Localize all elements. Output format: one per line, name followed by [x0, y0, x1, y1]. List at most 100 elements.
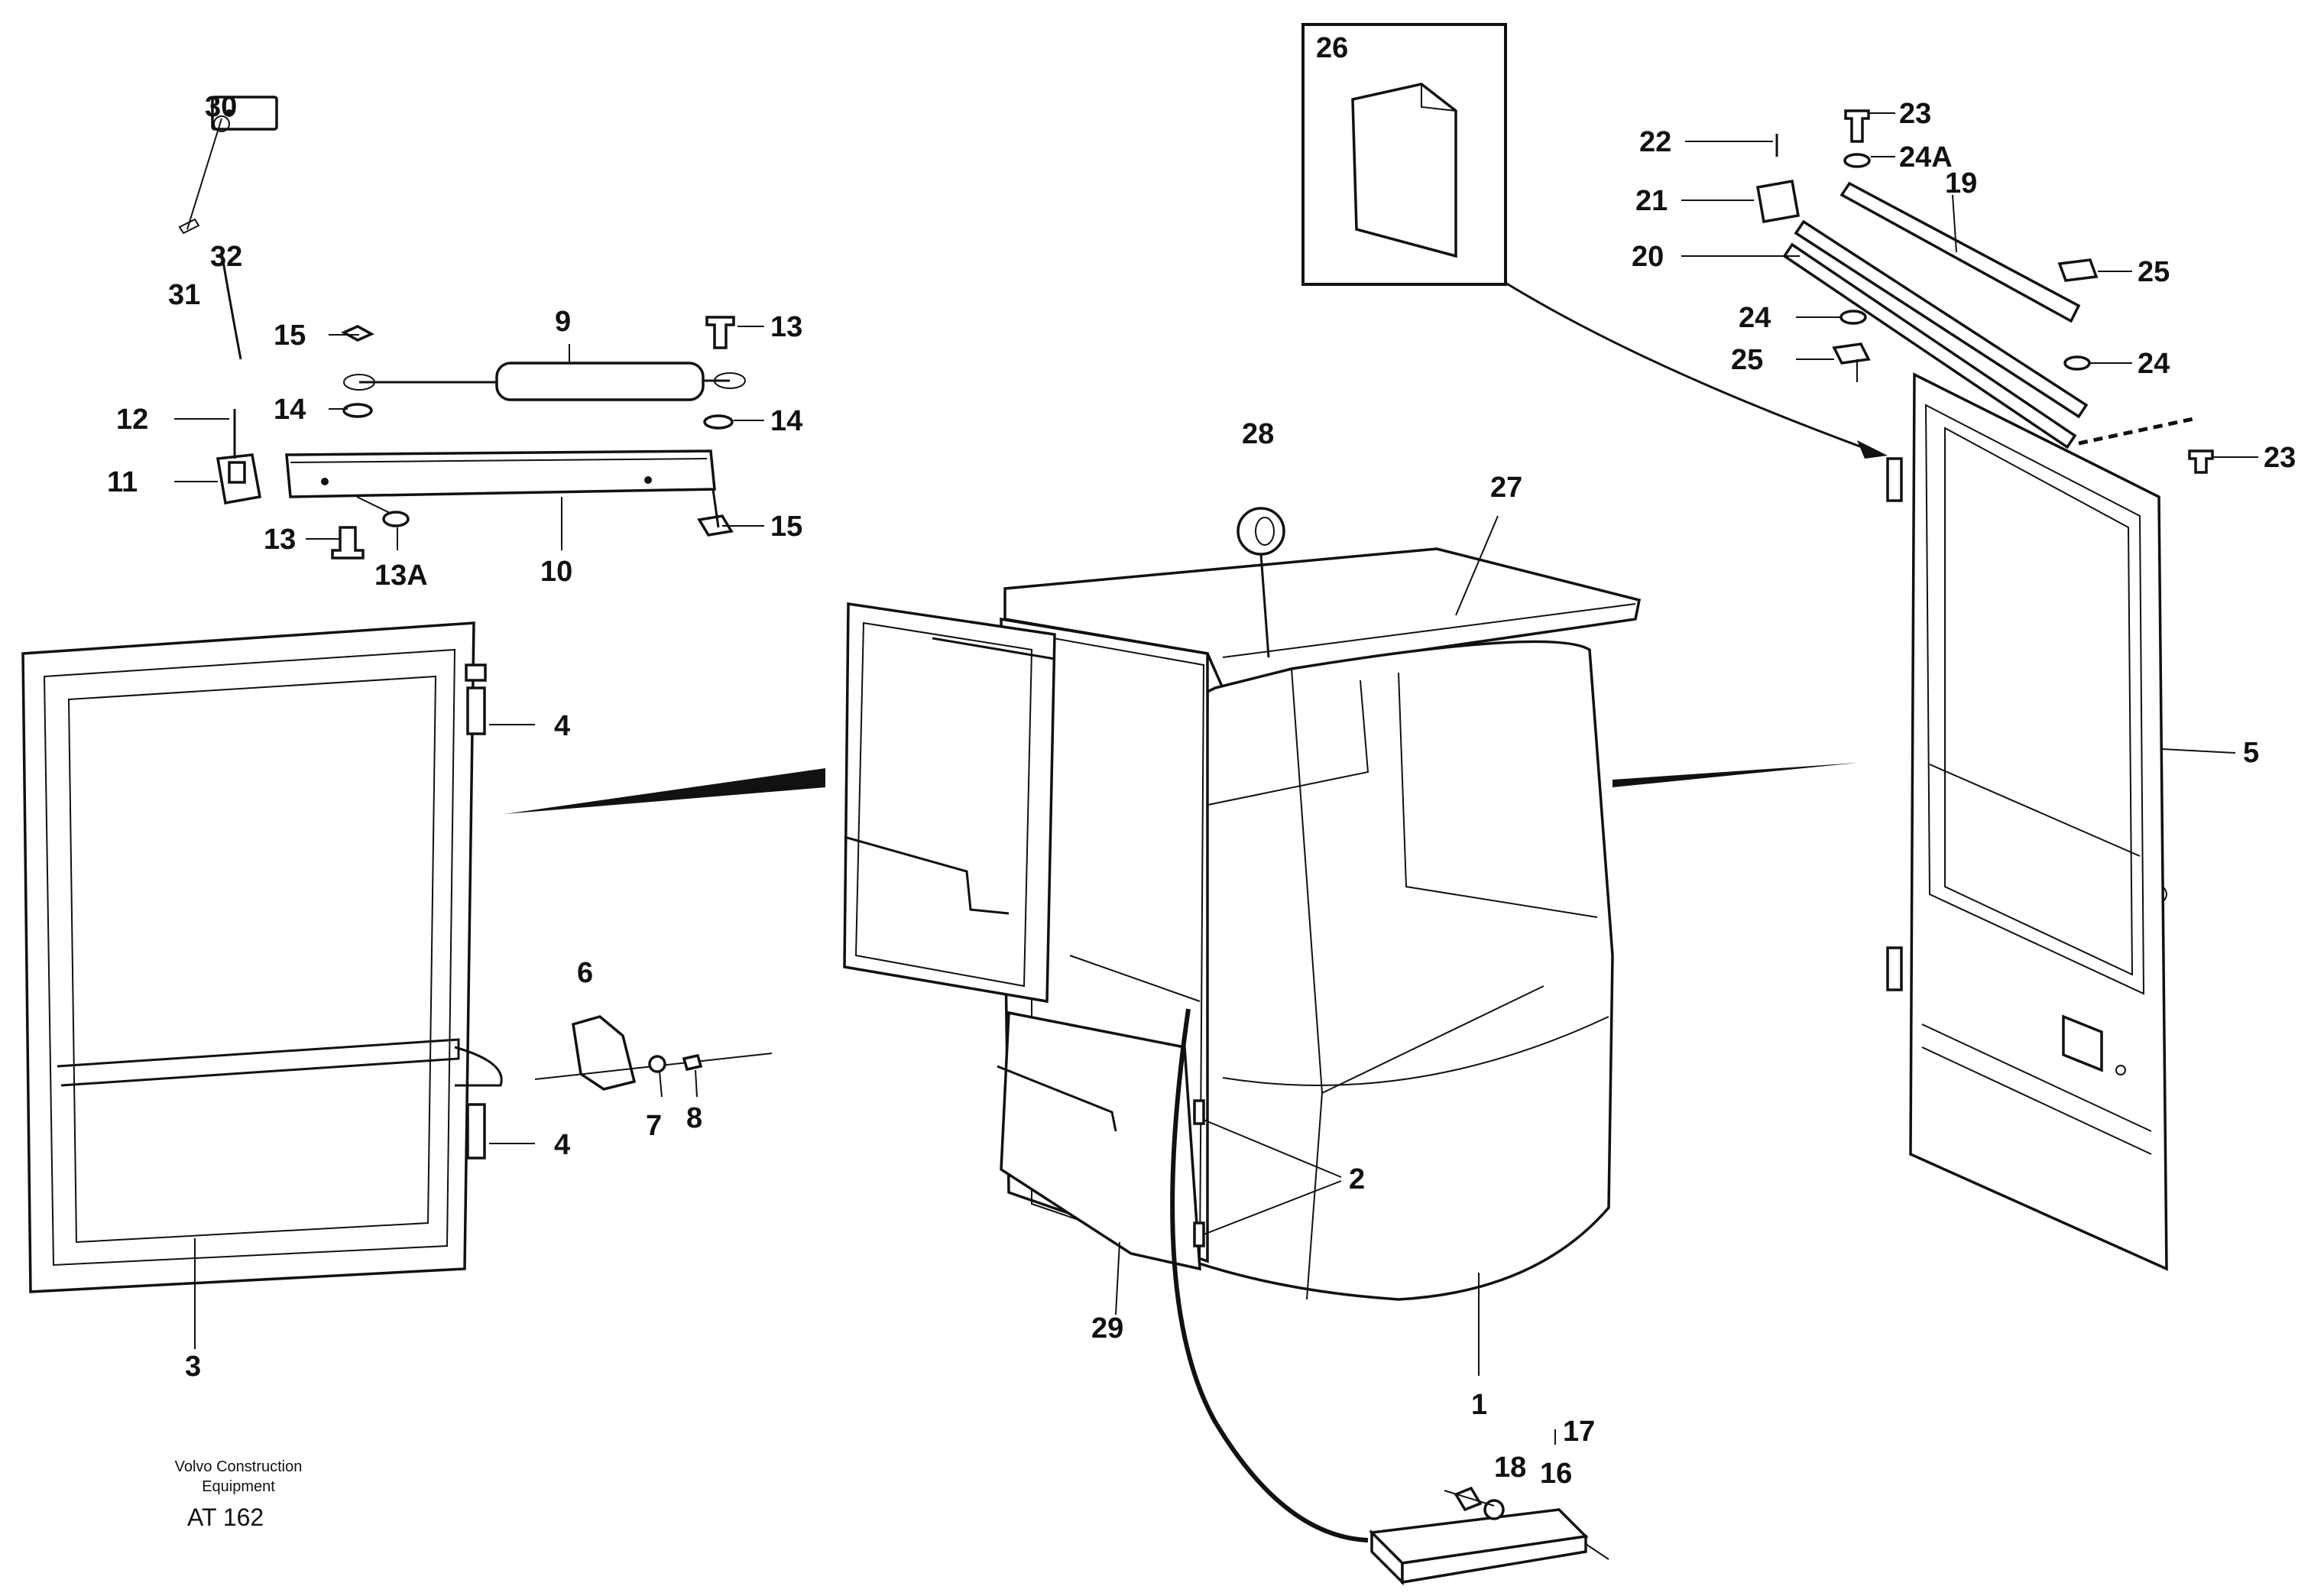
part-9-strut [495, 362, 705, 401]
part-2-hinge-top [1193, 1099, 1205, 1125]
company-line-1: Volvo Construction [175, 1458, 303, 1475]
label-9: 9 [555, 306, 571, 338]
label-20: 20 [1632, 241, 1664, 273]
part-31-screw [178, 218, 200, 235]
step-assembly [1369, 1429, 1609, 1586]
leader-lines [174, 112, 2258, 616]
label-14-left: 14 [274, 394, 306, 426]
part-21-clip [1755, 179, 1801, 224]
part-3-door-frame [21, 621, 475, 1293]
part-13-bolt-bottom [331, 526, 365, 560]
label-5: 5 [2243, 737, 2259, 769]
part-7-washer [648, 1055, 666, 1073]
part-6-latch [572, 1015, 637, 1091]
label-21: 21 [1635, 185, 1668, 217]
reference-code: AT 162 [187, 1504, 264, 1531]
part-4-hinge-top [465, 663, 487, 682]
lock-assembly [534, 1015, 773, 1098]
label-24A: 24A [1899, 141, 1953, 174]
label-13-bottom: 13 [264, 524, 296, 556]
part-25-nut-right [2057, 258, 2099, 282]
label-27: 27 [1490, 472, 1522, 504]
part-24-washer-left [1839, 310, 1867, 325]
label-13-top: 13 [770, 311, 802, 343]
cable-to-mat [1170, 1008, 1369, 1542]
part-13-bolt-top [705, 316, 735, 349]
label-18: 18 [1494, 1452, 1526, 1484]
strut-assembly-left [178, 96, 746, 560]
part-28-grommet [1237, 507, 1285, 556]
right-door [1886, 372, 2236, 1271]
part-15-nut-bottom [697, 514, 734, 537]
callout-labels: 1 2 3 4 4 5 6 7 8 9 10 11 12 13 13 13A 1… [107, 32, 2296, 1490]
label-10: 10 [540, 556, 572, 588]
part-24-washer-right [2063, 355, 2091, 371]
label-3: 3 [185, 1351, 201, 1383]
cab-side-door [843, 602, 1056, 1004]
label-7: 7 [646, 1110, 662, 1142]
label-25-right: 25 [2138, 256, 2170, 288]
label-24-right: 24 [2138, 348, 2170, 380]
label-15-top: 15 [274, 320, 306, 352]
leader-26 [1505, 281, 1873, 453]
part-20-bracket [1794, 219, 2089, 419]
part-5-door-frame [1909, 372, 2168, 1271]
label-14-right: 14 [770, 405, 802, 437]
label-6: 6 [577, 957, 593, 989]
part-19-strut [1839, 181, 2081, 323]
label-13A: 13A [374, 560, 428, 592]
part-14-washer-left [342, 403, 373, 418]
footer: Volvo Construction Equipment AT 162 [175, 1458, 303, 1531]
right-door-hinge-bottom [1886, 946, 1903, 991]
label-19: 19 [1945, 167, 1977, 200]
part-15-nut-top [341, 325, 374, 342]
part-13A-washer [382, 511, 410, 527]
label-22: 22 [1639, 126, 1671, 158]
side-door-handle [844, 835, 1010, 915]
label-11: 11 [107, 466, 138, 498]
part-25-nut-left [1832, 342, 1871, 365]
label-28: 28 [1242, 418, 1274, 450]
label-4-top: 4 [554, 710, 570, 742]
pointer-right-door [1613, 763, 1857, 787]
label-32: 32 [210, 241, 242, 273]
part-14-washer-right [703, 414, 734, 430]
part-26-cover [1351, 83, 1457, 258]
part-10-bracket [285, 449, 716, 498]
label-29: 29 [1091, 1312, 1123, 1345]
label-16: 16 [1540, 1458, 1572, 1490]
label-4-bottom: 4 [554, 1129, 570, 1161]
part-4-hinge-bottom [466, 1103, 486, 1160]
part-2-hinge-bottom [1193, 1221, 1205, 1247]
part-8-screw [682, 1053, 703, 1072]
part-23-bolt-top [1844, 109, 1870, 143]
left-door [21, 621, 535, 1349]
part-24A-washer [1843, 153, 1871, 168]
label-8: 8 [686, 1102, 702, 1134]
label-23-right: 23 [2264, 442, 2296, 474]
label-15-bottom: 15 [770, 511, 802, 543]
cab-body [843, 507, 1642, 1542]
label-26: 26 [1316, 32, 1348, 64]
label-30: 30 [205, 91, 237, 123]
company-line-2: Equipment [202, 1478, 275, 1495]
label-17: 17 [1563, 1416, 1595, 1448]
inset-26 [1301, 23, 1888, 459]
label-23-top: 23 [1899, 98, 1931, 130]
label-31: 31 [168, 279, 200, 311]
label-12: 12 [116, 404, 148, 436]
label-25-left: 25 [1731, 344, 1763, 376]
right-door-hinge-top [1886, 457, 1903, 502]
part-23-bolt-right [2188, 449, 2214, 474]
part-32-washer [213, 115, 230, 132]
strut-assembly-right [1755, 109, 2214, 474]
label-24-left: 24 [1739, 302, 1771, 334]
pointer-left-door [504, 768, 825, 814]
part-18-nut [1454, 1486, 1483, 1512]
label-2: 2 [1349, 1163, 1365, 1195]
leader-curve [220, 251, 242, 360]
right-door-plate [2062, 1014, 2103, 1072]
label-1: 1 [1471, 1389, 1487, 1421]
part-29-lower-door [1000, 1010, 1201, 1271]
